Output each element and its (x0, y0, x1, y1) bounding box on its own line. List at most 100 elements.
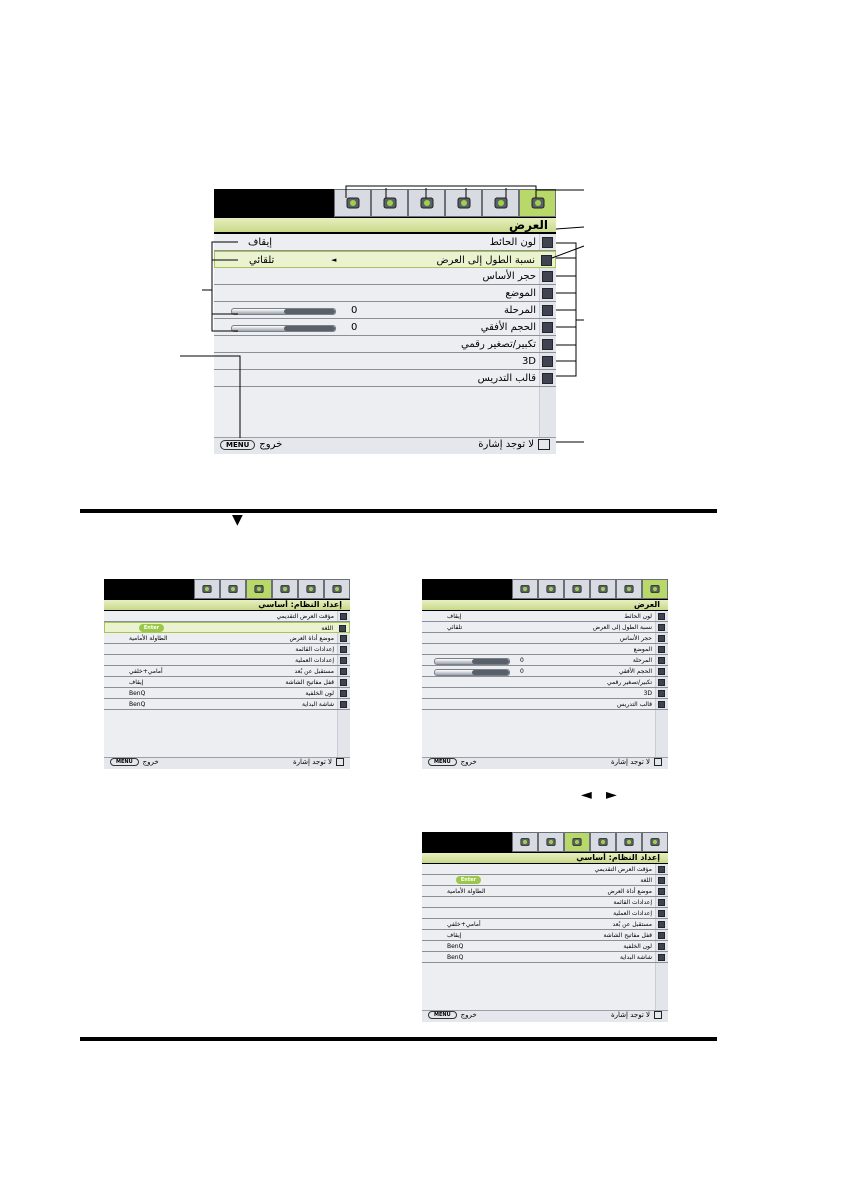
menu-item-label: إعدادات القائمة (613, 899, 652, 906)
level-slider[interactable] (434, 669, 510, 676)
exit-hint[interactable]: خروج MENU (110, 758, 159, 766)
menu-tab[interactable] (512, 832, 538, 852)
input-source-icon (336, 758, 344, 766)
menu-item-icon (658, 888, 665, 895)
level-slider[interactable] (434, 658, 510, 665)
menu-tab[interactable] (324, 579, 350, 599)
menu-item-row[interactable]: إعدادات القائمة (422, 897, 668, 908)
menu-item-icon (340, 701, 347, 708)
menu-tab[interactable] (246, 579, 272, 599)
display-tab-icon (650, 838, 660, 846)
menu-item-row[interactable]: قالب التدريس (422, 699, 668, 710)
exit-hint[interactable]: خروج MENU (428, 1011, 477, 1019)
menu-title: إعداد النظام: أساسي (576, 853, 660, 862)
menu-title-bar: العرض (422, 600, 668, 610)
menu-item-row[interactable]: الموضع (214, 285, 556, 302)
exit-hint[interactable]: خروج MENU (220, 439, 282, 450)
menu-item-row[interactable]: تكبير/تصغير رقمي (422, 677, 668, 688)
menu-tab[interactable] (371, 189, 408, 217)
enter-button[interactable]: Enter (456, 876, 481, 884)
menu-item-row[interactable]: 3D (214, 353, 556, 370)
menu-tab[interactable] (519, 189, 556, 217)
menu-tab[interactable] (590, 832, 616, 852)
phase-icon (542, 305, 553, 316)
menu-item-label: إعدادات القائمة (295, 646, 334, 653)
level-slider[interactable] (231, 308, 336, 315)
menu-item-label: موضع أداة العرض (607, 888, 652, 895)
menu-tab[interactable] (538, 579, 564, 599)
menu-item-label: الموضع (633, 646, 652, 653)
menu-item-row[interactable]: مؤقت العرض التقديمي (422, 864, 668, 875)
enter-button[interactable]: Enter (139, 624, 164, 632)
menu-tab[interactable] (538, 832, 564, 852)
menu-item-row[interactable]: تكبير/تصغير رقمي (214, 336, 556, 353)
information-tab-icon (520, 585, 530, 593)
signal-label: لا توجد إشارة (293, 758, 332, 766)
menu-tab[interactable] (564, 832, 590, 852)
menu-tab[interactable] (564, 579, 590, 599)
menu-tab-bar (214, 189, 556, 217)
system-basic-tab-icon (420, 197, 433, 209)
menu-tab[interactable] (590, 579, 616, 599)
menu-tab[interactable] (642, 832, 668, 852)
menu-item-row[interactable]: إعدادات القائمة (104, 644, 350, 655)
menu-item-icon (658, 921, 665, 928)
menu-item-value: إيقاف (129, 679, 144, 686)
menu-tab[interactable] (616, 832, 642, 852)
exit-hint[interactable]: خروج MENU (428, 758, 477, 766)
menu-tab[interactable] (482, 189, 519, 217)
menu-item-value: BenQ (129, 701, 146, 708)
menu-tab[interactable] (512, 579, 538, 599)
menu-tab[interactable] (642, 579, 668, 599)
menu-item-value: BenQ (447, 954, 464, 961)
menu-item-row[interactable]: قالب التدريس (214, 370, 556, 387)
menu-item-label: الموضع (505, 288, 536, 299)
menu-item-row[interactable]: إعدادات العملية (104, 655, 350, 666)
picture-tab-icon (306, 585, 316, 593)
menu-tab[interactable] (272, 579, 298, 599)
level-slider[interactable] (231, 325, 336, 332)
menu-item-icon (658, 635, 665, 642)
menu-tab[interactable] (334, 189, 371, 217)
value-left-arrow-icon[interactable]: ◄ (331, 256, 337, 264)
menu-tab[interactable] (445, 189, 482, 217)
menu-item-label: اللغة (321, 625, 333, 632)
menu-tab[interactable] (408, 189, 445, 217)
menu-item-icon (340, 646, 347, 653)
signal-status: لا توجد إشارة (611, 758, 662, 766)
menu-item-row[interactable]: إعدادات العملية (422, 908, 668, 919)
menu-item-row[interactable]: مؤقت العرض التقديمي (104, 611, 350, 622)
menu-tab-bar (422, 832, 668, 852)
menu-tab[interactable] (616, 579, 642, 599)
menu-item-row[interactable]: حجر الأساس (214, 268, 556, 285)
menu-tab[interactable] (298, 579, 324, 599)
menu-item-row[interactable]: اللغة Enter (104, 622, 350, 633)
menu-item-icon (658, 701, 665, 708)
menu-tab[interactable] (220, 579, 246, 599)
input-source-icon (654, 1011, 662, 1019)
menu-item-row[interactable]: حجر الأساس (422, 633, 668, 644)
menu-item-row[interactable]: الموضع (422, 644, 668, 655)
menu-item-row[interactable]: 3D (422, 688, 668, 699)
display-tab-icon (531, 197, 544, 209)
menu-tab[interactable] (194, 579, 220, 599)
